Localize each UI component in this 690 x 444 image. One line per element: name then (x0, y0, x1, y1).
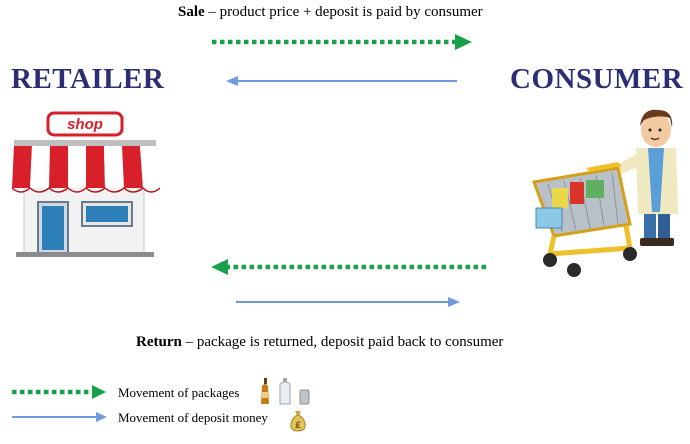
legend: Movement of packages Movement of deposit… (8, 376, 328, 436)
legend-package-icons (261, 378, 310, 405)
return-money-arrow (236, 297, 460, 307)
legend-packages-label: Movement of packages (118, 385, 240, 400)
shop-icon: shop (11, 111, 160, 257)
sale-package-arrow (212, 34, 472, 50)
consumer-label: CONSUMER (510, 63, 684, 95)
sale-money-arrow (226, 76, 457, 86)
return-label: Return (136, 334, 182, 350)
return-package-arrow (211, 259, 486, 275)
sale-label: Sale (178, 4, 205, 20)
return-description: – package is returned, deposit paid back… (181, 334, 504, 350)
sale-caption: Sale – product price + deposit is paid b… (178, 4, 483, 21)
svg-text:£: £ (295, 421, 301, 431)
legend-package-arrow (12, 385, 106, 399)
legend-money-label: Movement of deposit money (118, 410, 268, 425)
bottle-icon (261, 378, 269, 404)
plastic-bottle-icon (279, 378, 291, 405)
money-bag-icon: £ (290, 411, 306, 432)
can-icon (299, 389, 310, 405)
shop-sign-text: shop (67, 116, 103, 133)
return-caption: Return – package is returned, deposit pa… (136, 334, 503, 351)
legend-money-arrow (12, 412, 107, 422)
consumer-with-cart-icon (531, 109, 678, 277)
retailer-label: RETAILER (11, 63, 165, 95)
sale-description: – product price + deposit is paid by con… (204, 4, 483, 20)
